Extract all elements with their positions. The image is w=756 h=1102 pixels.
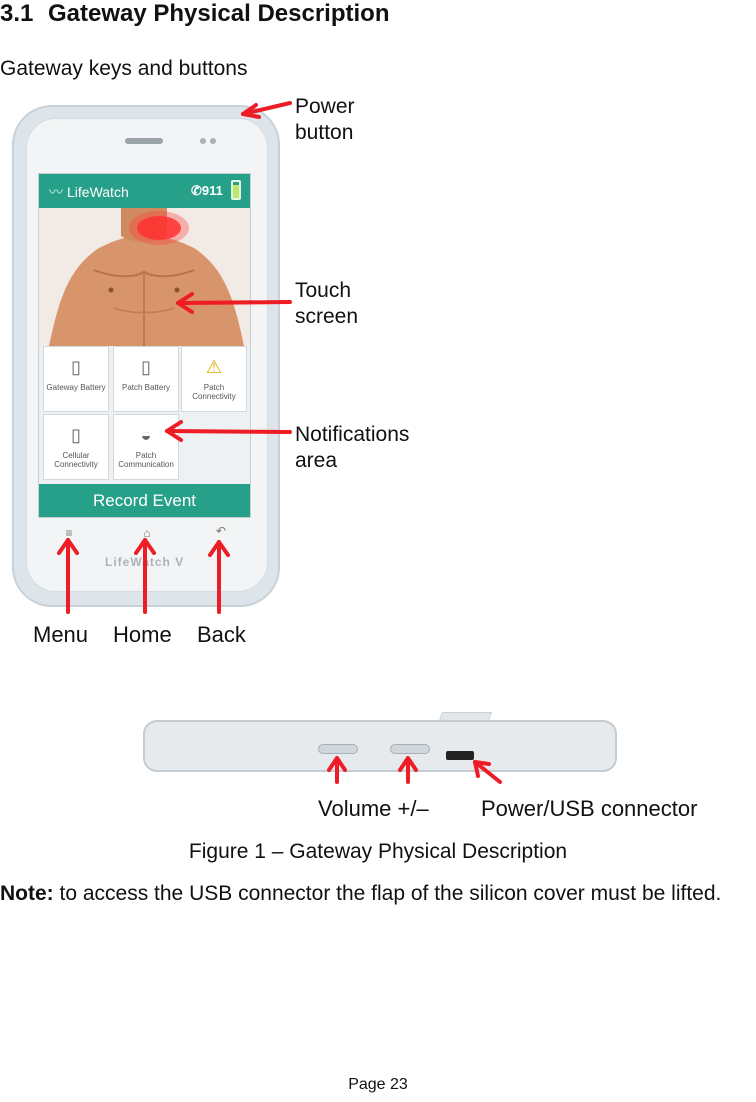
back-key-icon[interactable]: ↶ xyxy=(215,524,227,538)
label-line: area xyxy=(295,449,338,472)
earpiece-speaker xyxy=(125,138,163,144)
app-logo: 〰LifeWatch xyxy=(49,182,129,202)
heartbeat-icon: 〰 xyxy=(49,184,63,200)
subtitle: Gateway keys and buttons xyxy=(0,57,248,80)
phone-side-view xyxy=(143,720,617,772)
label-line: Touch xyxy=(295,279,352,302)
note-paragraph: Note: to access the USB connector the fl… xyxy=(0,880,756,908)
warning-icon: ⚠ xyxy=(205,357,223,377)
emergency-call[interactable]: ✆911 xyxy=(191,183,223,199)
tile-label: Gateway Battery xyxy=(46,383,106,392)
section-title: Gateway Physical Description xyxy=(48,0,390,27)
notification-tile[interactable]: ▯ Gateway Battery xyxy=(43,346,109,412)
label-line: Notifications xyxy=(295,423,410,446)
phone-icon: ✆ xyxy=(191,183,202,198)
touch-arrow xyxy=(176,292,292,314)
power-usb-label: Power/USB connector xyxy=(481,796,698,821)
usb-connector[interactable] xyxy=(446,751,474,760)
section-number: 3.1 xyxy=(0,0,34,27)
note-label: Note: xyxy=(0,882,54,905)
notification-tile[interactable]: ▯ Cellular Connectivity xyxy=(43,414,109,480)
torso-illustration xyxy=(39,208,250,346)
power-button-label: Power button xyxy=(295,94,355,146)
label-line: screen xyxy=(295,305,359,328)
notification-tile[interactable]: ⚠ Patch Connectivity xyxy=(181,346,247,412)
label-line: Power xyxy=(295,95,355,118)
sensor-icon xyxy=(210,138,216,144)
tile-label: Patch Battery xyxy=(121,383,171,392)
note-text: to access the USB connector the flap of … xyxy=(53,882,722,905)
home-arrow xyxy=(134,538,156,614)
torso-image xyxy=(39,208,250,346)
camera-icon xyxy=(200,138,206,144)
notifications-arrow xyxy=(165,420,292,442)
section-heading: 3.1 Gateway Physical Description xyxy=(0,0,389,28)
usb-arrow xyxy=(473,760,502,784)
app-name: LifeWatch xyxy=(67,184,129,200)
home-key-icon[interactable]: ⌂ xyxy=(143,526,151,540)
app-header: 〰LifeWatch ✆911 xyxy=(39,174,250,208)
volume-label: Volume +/– xyxy=(318,796,429,821)
back-label: Back xyxy=(197,622,246,647)
label-line: button xyxy=(295,121,354,144)
record-event-button[interactable]: Record Event xyxy=(39,484,250,517)
patch-icon: ◒ xyxy=(140,425,152,445)
volume-up-button[interactable] xyxy=(318,744,358,754)
menu-label: Menu xyxy=(33,622,89,647)
battery-status-icon xyxy=(231,180,241,200)
notification-tile[interactable]: ◒ Patch Communication xyxy=(113,414,179,480)
notifications-area-label: Notifications area xyxy=(295,422,409,474)
cellular-icon: ▯ xyxy=(71,425,81,445)
phone-battery-icon: ▯ xyxy=(71,357,81,377)
tile-label: Cellular Connectivity xyxy=(54,451,98,469)
volume-up-arrow xyxy=(327,756,347,784)
back-arrow xyxy=(208,540,230,614)
page-number: Page 23 xyxy=(348,1076,408,1093)
menu-arrow xyxy=(57,538,79,614)
figure-caption: Figure 1 – Gateway Physical Description xyxy=(188,840,568,863)
tile-label: Patch Communication xyxy=(118,451,174,469)
emergency-number: 911 xyxy=(201,183,223,198)
volume-down-button[interactable] xyxy=(390,744,430,754)
volume-down-arrow xyxy=(398,756,418,784)
touch-screen[interactable]: 〰LifeWatch ✆911 Record Event ▯ Gateway Ba… xyxy=(38,173,251,518)
power-arrow xyxy=(241,101,292,119)
touch-screen-label: Touch screen xyxy=(295,278,358,330)
notification-tile[interactable]: ▯ Patch Battery xyxy=(113,346,179,412)
battery-icon: ▯ xyxy=(141,357,151,377)
menu-key-icon[interactable]: ≡ xyxy=(65,526,73,540)
home-label: Home xyxy=(113,622,172,647)
tile-label: Patch Connectivity xyxy=(192,383,236,401)
